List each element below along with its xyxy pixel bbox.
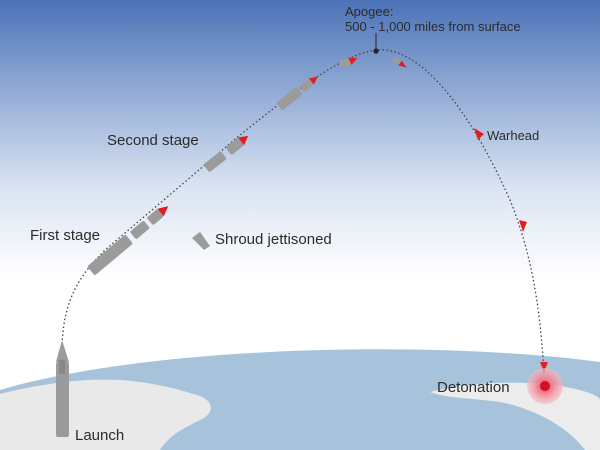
apogee-detail: 500 - 1,000 miles from surface (345, 19, 521, 34)
launch-rocket (56, 340, 69, 437)
first-stage-rocket (87, 206, 169, 275)
upper-stage-rocket (276, 76, 318, 110)
apogee-label: Apogee: 500 - 1,000 miles from surface (345, 4, 521, 34)
apogee-marker-dot (373, 48, 379, 54)
warhead-marker-3 (519, 220, 527, 232)
shroud-jettisoned-label: Shroud jettisoned (215, 231, 332, 248)
warhead-marker-1 (392, 56, 407, 68)
warhead-marker-4 (540, 362, 548, 372)
warhead-marker-2 (474, 128, 484, 140)
detonation-label: Detonation (437, 379, 510, 396)
launch-label: Launch (75, 427, 125, 444)
second-stage-rocket (204, 135, 249, 172)
detonation-core (540, 381, 550, 391)
payload-near-apogee (339, 57, 358, 69)
shroud-piece-icon (192, 232, 210, 250)
earth-landmass (0, 379, 211, 450)
second-stage-label: Second stage (107, 132, 199, 149)
apogee-title: Apogee: (345, 4, 394, 19)
earth-landmass-coast (430, 382, 600, 450)
first-stage-label: First stage (30, 227, 101, 244)
warhead-label: Warhead (487, 128, 540, 143)
